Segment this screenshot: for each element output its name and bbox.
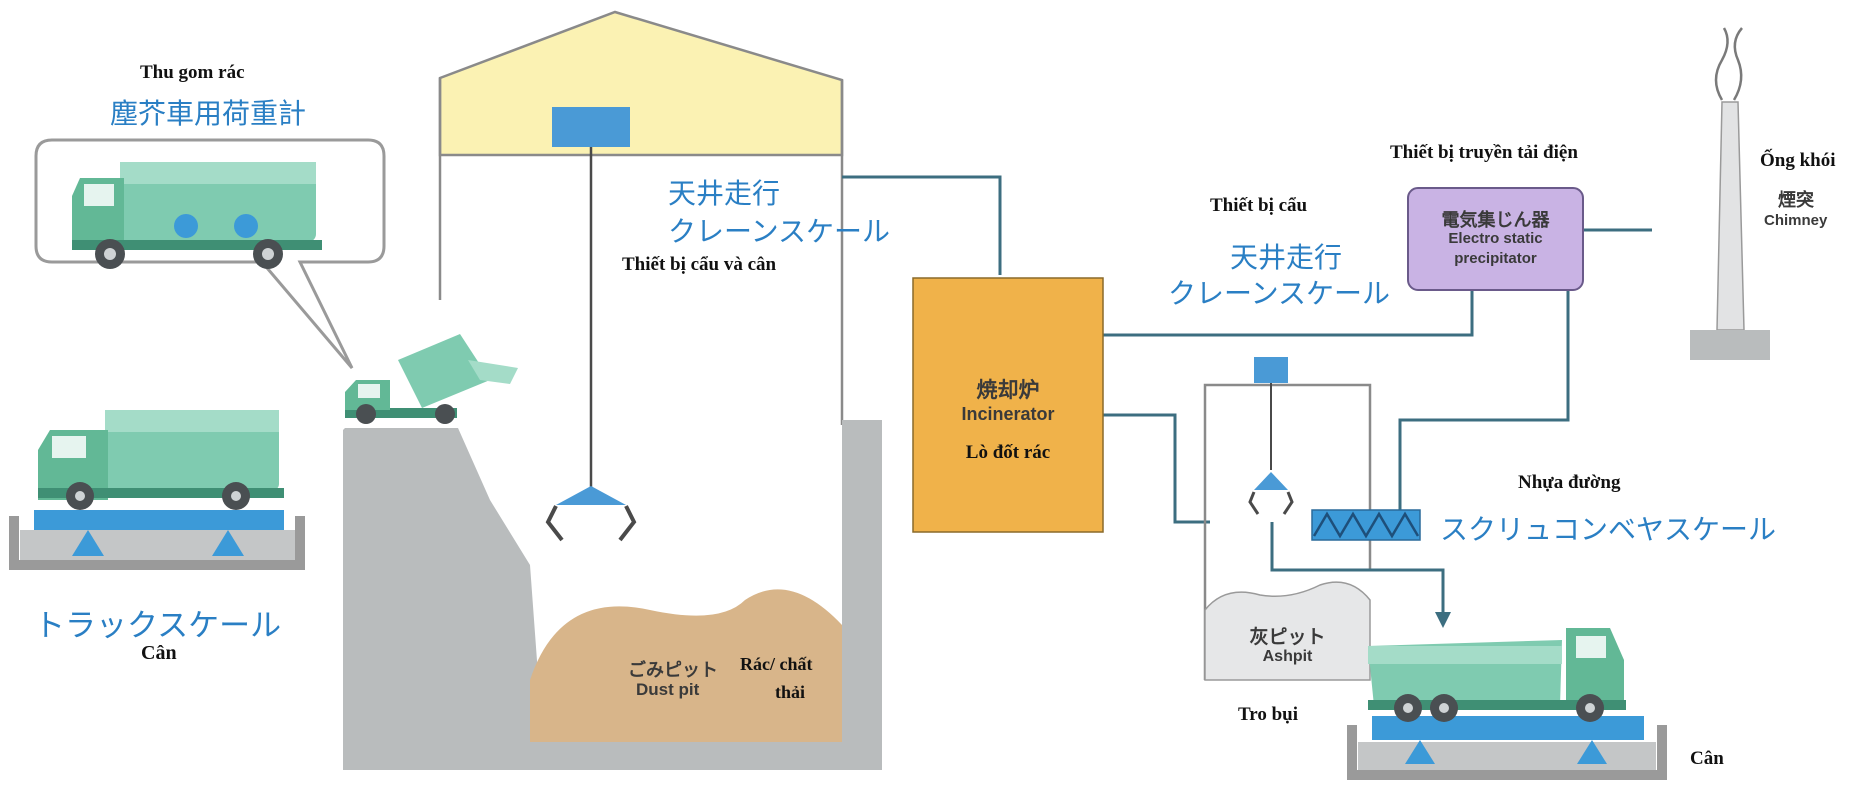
crane1-jp-line2: クレーンスケール [668, 215, 891, 248]
dump-truck-icon [345, 334, 518, 424]
dust-pit-jp-label: ごみピット [628, 660, 718, 680]
crane2-jp-line2: クレーンスケール [1168, 277, 1391, 310]
ash-arrow [1270, 522, 1451, 628]
chimney-en-label: Chimney [1764, 212, 1828, 229]
precipitator-jp-label: 電気集じん器 [1441, 210, 1550, 230]
scale-left-label: Cân [141, 642, 177, 664]
ash-vn-label: Tro bụi [1238, 704, 1299, 725]
truck-scale-icon [9, 410, 305, 570]
incinerator-jp-label: 焼却炉 [976, 379, 1040, 402]
ashpit-building [1203, 383, 1372, 681]
ashpit-en-label: Ashpit [1262, 648, 1313, 665]
precipitator-box [1407, 187, 1584, 291]
chimney-vn-label: Ống khói [1760, 150, 1836, 171]
crane-scale-vn-label: Thiết bị cẩu và cân [622, 254, 777, 275]
ashpit-jp-label: 灰ピット [1249, 627, 1326, 648]
ash-crane-grab-icon [1248, 357, 1294, 515]
dust-pit-en-label: Dust pit [636, 680, 700, 699]
collection-label: Thu gom rác [140, 62, 245, 83]
scale-right-label: Cân [1690, 748, 1724, 769]
precipitator-en-line2: precipitator [1454, 250, 1537, 267]
dust-pit [530, 589, 842, 742]
asphalt-vn-label: Nhựa đường [1518, 472, 1621, 493]
precipitator-en-line1: Electro static [1448, 230, 1543, 247]
power-equipment-vn-label: Thiết bị truyền tải điện [1390, 142, 1578, 163]
truck-scale-jp-label: トラックスケール [34, 608, 282, 644]
connection-lines [842, 175, 1652, 524]
crane-grab-icon [545, 107, 637, 542]
incinerator-vn-label: Lò đốt rác [965, 442, 1051, 463]
incinerator-en-label: Incinerator [961, 404, 1055, 424]
crane1-jp-line1: 天井走行 [668, 177, 781, 210]
conveyor-icon [1311, 509, 1421, 541]
waste-vn-line1: Rác/ chất [740, 654, 813, 674]
crane2-jp-line1: 天井走行 [1230, 241, 1343, 274]
incinerator-box [912, 277, 1104, 533]
chimney-jp-label: 煙突 [1778, 190, 1814, 210]
tipping-ramp [343, 428, 545, 770]
waste-vn-line2: thải [775, 682, 806, 702]
chimney-icon [1690, 27, 1770, 360]
crane-vn-label: Thiết bị cẩu [1210, 195, 1308, 216]
screw-conveyor-jp-label: スクリュコンベヤスケール [1440, 513, 1777, 546]
bunker-building [438, 10, 882, 770]
truck-scale-right-icon [1347, 628, 1667, 780]
collection-truck-icon [72, 162, 322, 269]
packer-scale-jp-label: 塵芥車用荷重計 [110, 97, 307, 130]
